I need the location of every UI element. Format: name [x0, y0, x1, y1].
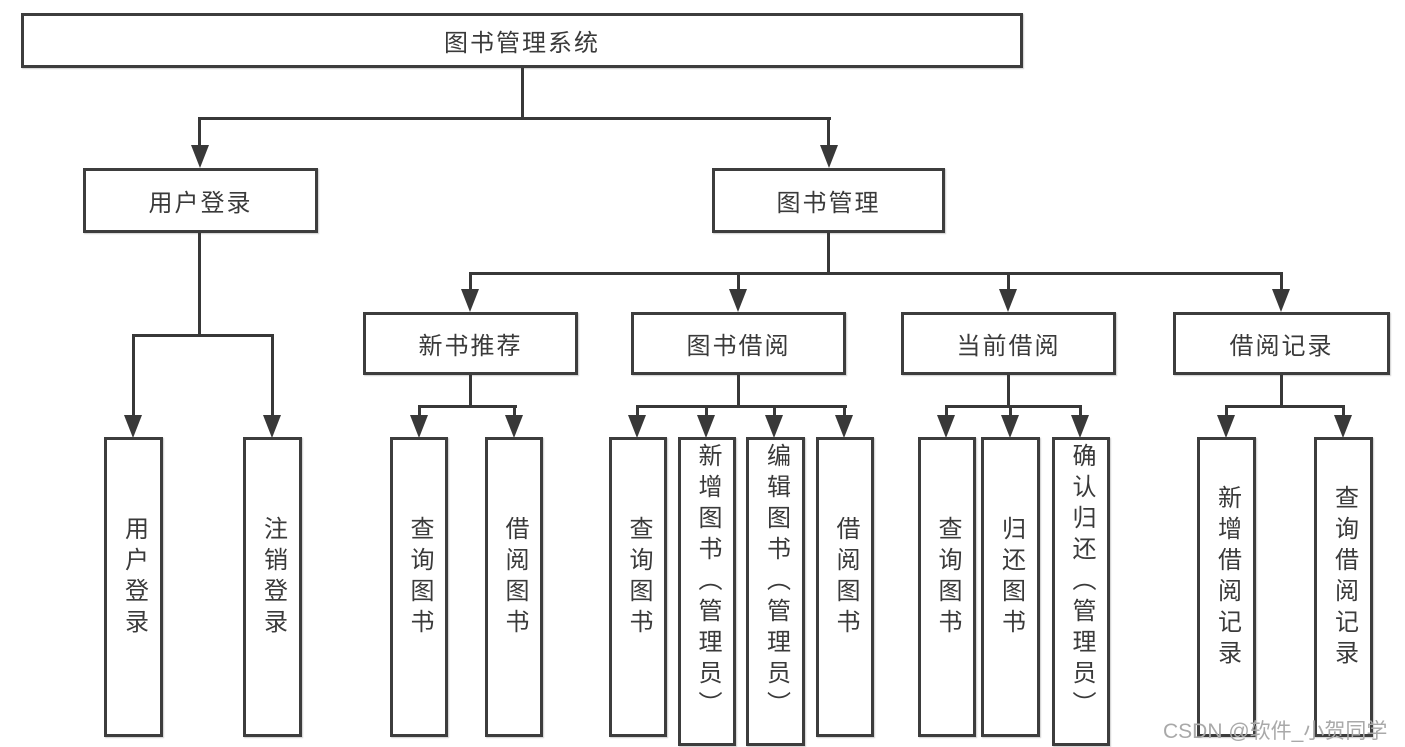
arrow-down	[124, 415, 142, 438]
connector-line	[827, 117, 830, 147]
arrow-down	[410, 415, 428, 438]
arrow-down	[999, 289, 1017, 312]
connector-line	[469, 272, 1283, 275]
node-label: 新增借阅记录	[1213, 485, 1241, 671]
node-label: 用户登录	[120, 516, 148, 640]
connector-line	[1280, 272, 1283, 292]
connector-line	[636, 405, 847, 408]
arrow-down	[191, 145, 209, 168]
connector-line	[945, 405, 948, 417]
connector-line	[418, 405, 421, 417]
node-label: 编辑图书（管理员）	[762, 443, 790, 722]
node-label: 借阅记录	[1229, 333, 1334, 360]
arrow-down	[697, 415, 715, 438]
connector-line	[271, 334, 274, 416]
connector-line	[198, 233, 201, 337]
connector-line	[1280, 375, 1283, 408]
connector-line	[132, 334, 274, 337]
node-new-book-recommend: 新书推荐	[363, 312, 578, 375]
leaf-query-books-recommend: 查询图书	[390, 437, 448, 737]
connector-line	[1225, 405, 1228, 417]
node-label: 归还图书	[997, 516, 1025, 640]
connector-line	[843, 405, 846, 417]
connector-line	[1009, 405, 1012, 417]
node-library-management-system: 图书管理系统	[21, 13, 1023, 68]
leaf-borrow-books: 借阅图书	[816, 437, 874, 737]
connector-line	[1079, 405, 1082, 417]
connector-line	[198, 117, 831, 120]
leaf-add-books-admin: 新增图书（管理员）	[678, 437, 736, 746]
connector-line	[132, 334, 135, 416]
connector-line	[705, 405, 708, 417]
node-label: 图书借阅	[686, 333, 791, 360]
node-label: 当前借阅	[956, 333, 1061, 360]
node-label: 查询图书	[625, 516, 652, 640]
arrow-down	[1071, 415, 1089, 438]
connector-line	[827, 232, 830, 275]
connector-line	[1342, 405, 1345, 417]
connector-line	[469, 375, 472, 408]
connector-line	[773, 405, 776, 417]
leaf-user-login: 用户登录	[104, 437, 163, 737]
node-label: 新书推荐	[418, 333, 523, 360]
leaf-confirm-return-admin: 确认归还（管理员）	[1052, 437, 1110, 746]
leaf-query-borrow-record: 查询借阅记录	[1314, 437, 1373, 737]
connector-line	[521, 68, 524, 118]
node-book-borrow: 图书借阅	[631, 312, 846, 375]
connector-line	[469, 272, 472, 292]
connector-line	[737, 375, 740, 408]
connector-line	[1007, 375, 1010, 408]
leaf-logout: 注销登录	[243, 437, 302, 737]
connector-line	[418, 405, 517, 408]
connector-line	[636, 405, 639, 417]
node-label: 借阅图书	[501, 516, 528, 640]
leaf-return-books: 归还图书	[981, 437, 1040, 737]
node-label: 图书管理	[776, 190, 881, 217]
arrow-down	[505, 415, 523, 438]
leaf-edit-books-admin: 编辑图书（管理员）	[746, 437, 805, 746]
node-label: 图书管理系统	[444, 30, 600, 57]
node-label: 查询图书	[934, 516, 961, 640]
connector-line	[198, 117, 201, 147]
arrow-down	[820, 145, 838, 168]
node-book-management: 图书管理	[712, 168, 945, 233]
arrow-down	[729, 289, 747, 312]
arrow-down	[1334, 415, 1352, 438]
arrow-down	[1001, 415, 1019, 438]
node-label: 查询借阅记录	[1330, 485, 1358, 671]
node-label: 查询图书	[406, 516, 433, 640]
node-current-borrow: 当前借阅	[901, 312, 1116, 375]
node-label: 注销登录	[259, 516, 287, 640]
arrow-down	[1272, 289, 1290, 312]
node-label: 确认归还（管理员）	[1068, 443, 1095, 722]
leaf-borrow-books-recommend: 借阅图书	[485, 437, 543, 737]
arrow-down	[263, 415, 281, 438]
arrow-down	[461, 289, 479, 312]
connector-line	[513, 405, 516, 417]
arrow-down	[765, 415, 783, 438]
node-user-login: 用户登录	[83, 168, 318, 233]
node-label: 新增图书（管理员）	[694, 443, 721, 722]
connector-line	[1007, 272, 1010, 292]
leaf-add-borrow-record: 新增借阅记录	[1197, 437, 1256, 737]
connector-line	[737, 272, 740, 292]
arrow-down	[1217, 415, 1235, 438]
csdn-watermark: CSDN @软件_小贺同学	[1163, 720, 1388, 743]
connector-line	[945, 405, 1082, 408]
arrow-down	[835, 415, 853, 438]
arrow-down	[628, 415, 646, 438]
arrow-down	[937, 415, 955, 438]
leaf-query-books-borrow: 查询图书	[609, 437, 667, 737]
node-borrow-record: 借阅记录	[1173, 312, 1390, 375]
node-label: 借阅图书	[832, 516, 859, 640]
node-label: 用户登录	[148, 190, 253, 217]
connector-line	[1225, 405, 1345, 408]
leaf-query-books-current: 查询图书	[918, 437, 976, 737]
